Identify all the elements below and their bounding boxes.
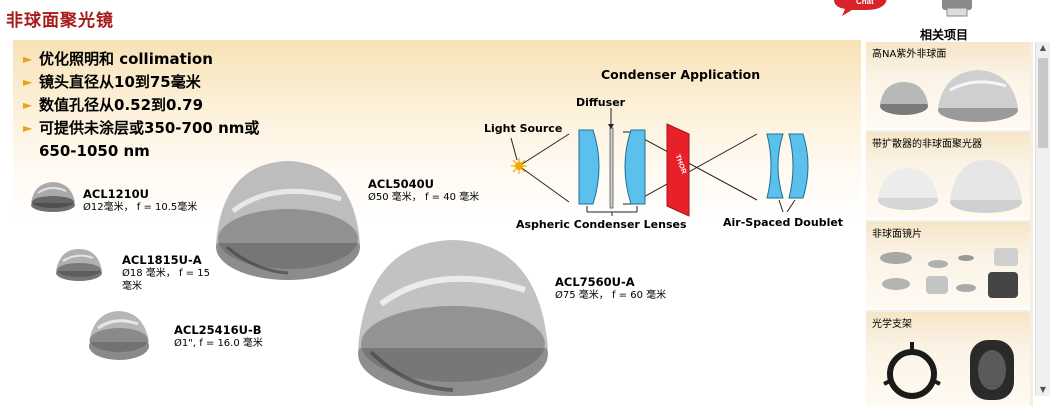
related-item-label[interactable]: 高NA紫外非球面 bbox=[872, 49, 947, 60]
lens-label-acl7560u-a: ACL7560U-A Ø75 毫米， f = 60 毫米 bbox=[555, 275, 667, 302]
diagram-title: Condenser Application bbox=[601, 67, 761, 82]
arrow-right-icon: ► bbox=[23, 52, 33, 66]
sidebar-scrollbar[interactable]: ▲ ▼ bbox=[1035, 42, 1050, 396]
related-item-label[interactable]: 带扩散器的非球面聚光器 bbox=[872, 139, 982, 150]
lens-image-acl1210u bbox=[30, 179, 76, 213]
feature-item: ►数值孔径从0.52到0.79 bbox=[23, 94, 259, 117]
related-item-label[interactable]: 光学支架 bbox=[872, 319, 912, 330]
related-item-card[interactable]: 带扩散器的非球面聚光器 bbox=[866, 132, 1030, 220]
related-item-card[interactable]: 非球面镜片 bbox=[866, 222, 1030, 310]
feature-item-continued: 650-1050 nm bbox=[39, 142, 150, 160]
lens-image-acl1815u-a bbox=[55, 243, 103, 283]
condenser-application-diagram: Condenser Application Diffuser Light Sou… bbox=[483, 62, 853, 262]
lens-label-acl1210u: ACL1210U Ø12毫米， f = 10.5毫米 bbox=[83, 187, 198, 214]
feature-item: ►优化照明和 collimation bbox=[23, 48, 259, 71]
related-items-sidebar: 高NA紫外非球面 带扩散器的非球面聚光器 非球面镜片 bbox=[866, 42, 1033, 408]
product-link-acl5040u[interactable]: ACL5040U bbox=[368, 177, 435, 191]
lens-image-acl7560u-a bbox=[357, 238, 549, 398]
scrollbar-thumb[interactable] bbox=[1038, 58, 1048, 148]
svg-text:Chat: Chat bbox=[856, 0, 874, 6]
aspheric-condenser-label: Aspheric Condenser Lenses bbox=[516, 218, 687, 231]
arrow-right-icon: ► bbox=[23, 98, 33, 112]
product-link-acl1815u-a[interactable]: ACL1815U-A bbox=[122, 253, 202, 267]
feature-item: ►可提供未涂层或350-700 nm或 bbox=[23, 117, 259, 140]
product-overview-panel: ►优化照明和 collimation ►镜头直径从10到75毫米 ►数值孔径从0… bbox=[13, 40, 861, 406]
product-link-acl25416u-b[interactable]: ACL25416U-B bbox=[174, 323, 262, 337]
lens-image-acl25416u-b bbox=[88, 306, 150, 362]
lens-image-acl5040u bbox=[215, 159, 361, 281]
product-link-acl7560u-a[interactable]: ACL7560U-A bbox=[555, 275, 635, 289]
related-item-card[interactable]: 高NA紫外非球面 bbox=[866, 42, 1030, 130]
light-source-label: Light Source bbox=[484, 122, 563, 135]
related-item-label[interactable]: 非球面镜片 bbox=[872, 229, 922, 240]
live-chat-icon[interactable]: Chat bbox=[830, 0, 890, 16]
related-item-card[interactable]: 光学支架 bbox=[866, 312, 1030, 408]
lens-label-acl1815u-a: ACL1815U-A Ø18 毫米， f = 15 毫米 bbox=[122, 254, 222, 293]
scroll-down-arrow-icon[interactable]: ▼ bbox=[1039, 385, 1047, 394]
related-items-heading: 相关项目 bbox=[920, 28, 969, 42]
arrow-right-icon: ► bbox=[23, 75, 33, 89]
arrow-right-icon: ► bbox=[23, 121, 33, 135]
light-source-icon bbox=[511, 158, 527, 174]
print-icon[interactable] bbox=[937, 0, 977, 18]
lens-label-acl25416u-b: ACL25416U-B Ø1", f = 16.0 毫米 bbox=[174, 323, 263, 350]
diffuser-label: Diffuser bbox=[576, 96, 626, 109]
air-spaced-doublet-label: Air-Spaced Doublet bbox=[723, 216, 844, 229]
feature-list: ►优化照明和 collimation ►镜头直径从10到75毫米 ►数值孔径从0… bbox=[23, 48, 259, 163]
feature-item: ►镜头直径从10到75毫米 bbox=[23, 71, 259, 94]
page-title: 非球面聚光镜 bbox=[6, 11, 114, 31]
scroll-up-arrow-icon[interactable]: ▲ bbox=[1039, 43, 1047, 52]
product-link-acl1210u[interactable]: ACL1210U bbox=[83, 187, 150, 201]
lens-label-acl5040u: ACL5040U Ø50 毫米， f = 40 毫米 bbox=[368, 177, 480, 204]
